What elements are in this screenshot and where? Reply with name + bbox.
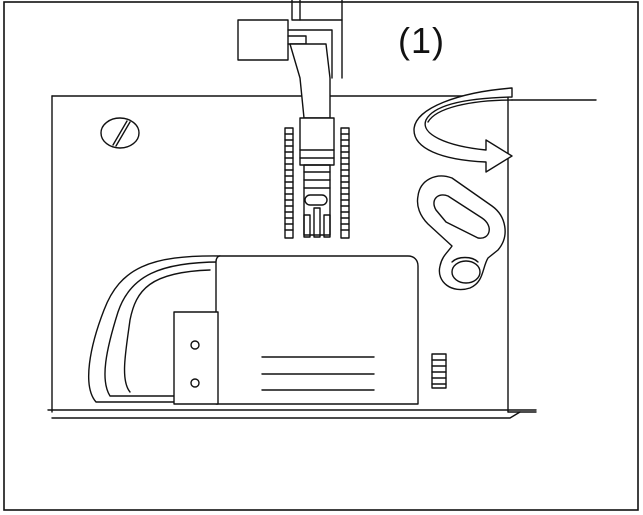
step-label: (1)	[398, 20, 445, 61]
free-arm-cover	[87, 255, 221, 403]
figure-frame	[3, 1, 639, 511]
ridged-grip	[431, 353, 447, 389]
feed-dogs	[284, 127, 350, 239]
bobbin-case-plate	[173, 255, 419, 405]
bobbin-cover-latch	[416, 175, 506, 291]
screw-icon	[100, 117, 140, 149]
presser-foot	[237, 0, 343, 166]
rotation-arrow-icon	[413, 87, 513, 173]
